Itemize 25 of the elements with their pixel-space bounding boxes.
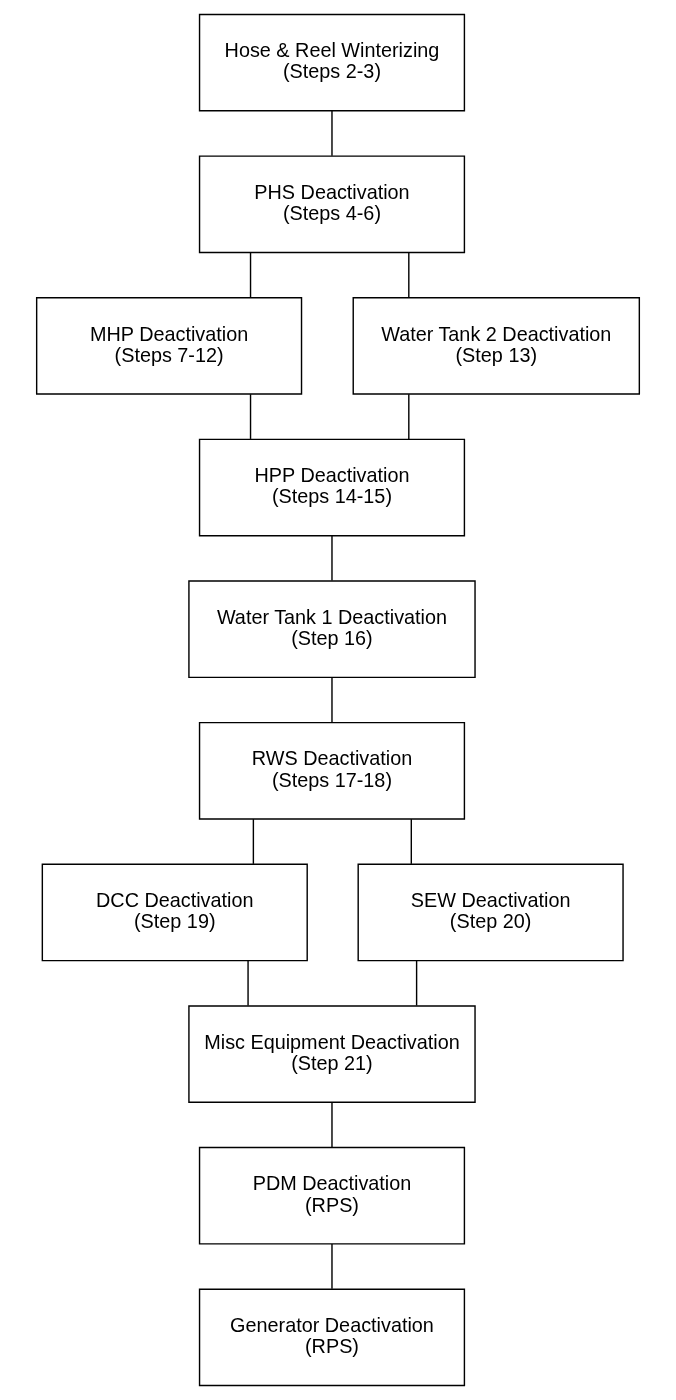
- node-box: Hose & Reel Winterizing (Steps 2-3): [198, 13, 466, 112]
- node-box: Generator Deactivation (RPS): [198, 1288, 466, 1387]
- node-box: Misc Equipment Deactivation (Step 21): [188, 1005, 476, 1103]
- connector: [410, 818, 412, 865]
- connector: [331, 535, 333, 582]
- connector: [249, 251, 252, 298]
- node-box: PDM Deactivation (RPS): [198, 1146, 466, 1245]
- connector: [408, 393, 410, 440]
- connector: [331, 1101, 333, 1148]
- node-box: SEW Deactivation (Step 20): [357, 863, 624, 962]
- connector: [249, 393, 252, 440]
- node-box: PHS Deactivation (Steps 4-6): [198, 155, 466, 254]
- node-box: RWS Deactivation (Steps 17-18): [198, 721, 466, 820]
- node-box: Water Tank 1 Deactivation (Step 16): [188, 580, 476, 679]
- connector: [408, 251, 410, 298]
- connector: [331, 110, 333, 157]
- node-box: Water Tank 2 Deactivation (Step 13): [352, 297, 641, 395]
- node-box: HPP Deactivation (Steps 14-15): [198, 438, 466, 537]
- connector: [331, 676, 333, 723]
- node-box: DCC Deactivation (Step 19): [41, 863, 308, 962]
- connector: [331, 1243, 333, 1290]
- connector: [247, 960, 249, 1007]
- connector: [252, 818, 255, 865]
- node-box: MHP Deactivation (Steps 7-12): [35, 297, 303, 395]
- connector: [415, 960, 418, 1007]
